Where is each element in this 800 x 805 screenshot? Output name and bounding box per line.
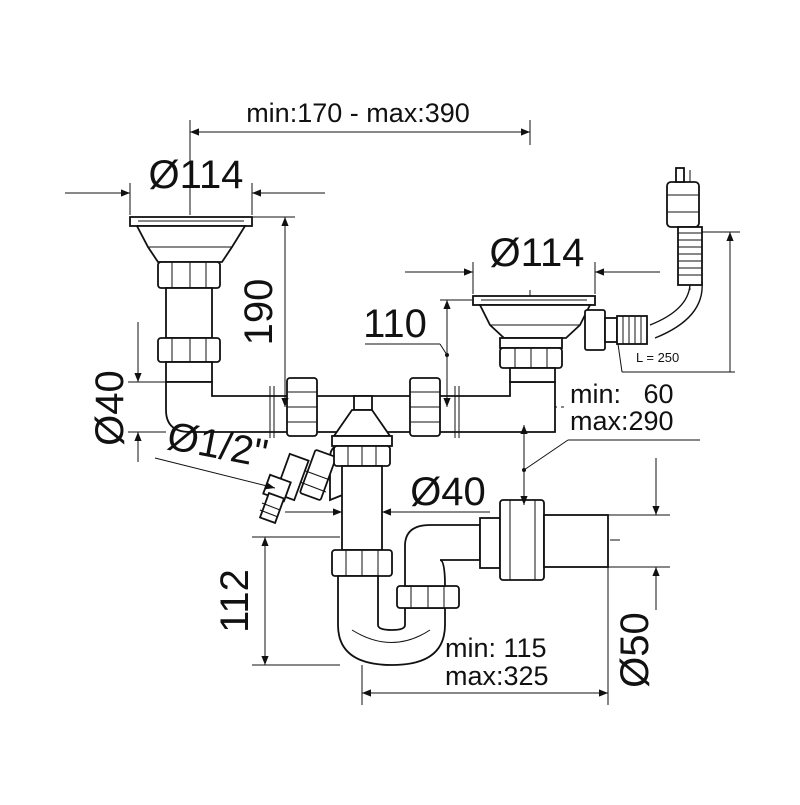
overflow-hose-length-label: L = 250 bbox=[636, 350, 679, 365]
outlet-diameter-label: Ø50 bbox=[613, 612, 657, 688]
siphon-body bbox=[331, 395, 609, 666]
right-strainer-diameter-label: Ø114 bbox=[490, 231, 585, 275]
strainer-height-label: 190 bbox=[237, 279, 281, 346]
outlet-max-label: max:325 bbox=[445, 661, 549, 691]
pipe-diameter-label: Ø40 bbox=[88, 370, 132, 446]
dimension-labels: min:170 - max:390 Ø114 Ø114 190 110 Ø40 … bbox=[88, 98, 679, 691]
trap-height-label: 112 bbox=[213, 569, 257, 633]
offset-height-label: 110 bbox=[363, 302, 427, 346]
trap-inlet-diameter-label: Ø40 bbox=[410, 470, 486, 514]
overflow-unit bbox=[649, 167, 703, 339]
sink-spacing-label: min:170 - max:390 bbox=[246, 98, 470, 128]
dimension-lines bbox=[65, 120, 740, 705]
outlet-min-label: min: 115 bbox=[445, 633, 547, 663]
right-basket-strainer bbox=[472, 295, 648, 383]
left-strainer-diameter-label: Ø114 bbox=[149, 153, 244, 197]
drop-max-label: max:290 bbox=[570, 406, 674, 436]
left-basket-strainer bbox=[129, 216, 253, 383]
drop-min-label: min: 60 bbox=[570, 379, 674, 409]
side-inlet-spigot bbox=[258, 444, 351, 525]
